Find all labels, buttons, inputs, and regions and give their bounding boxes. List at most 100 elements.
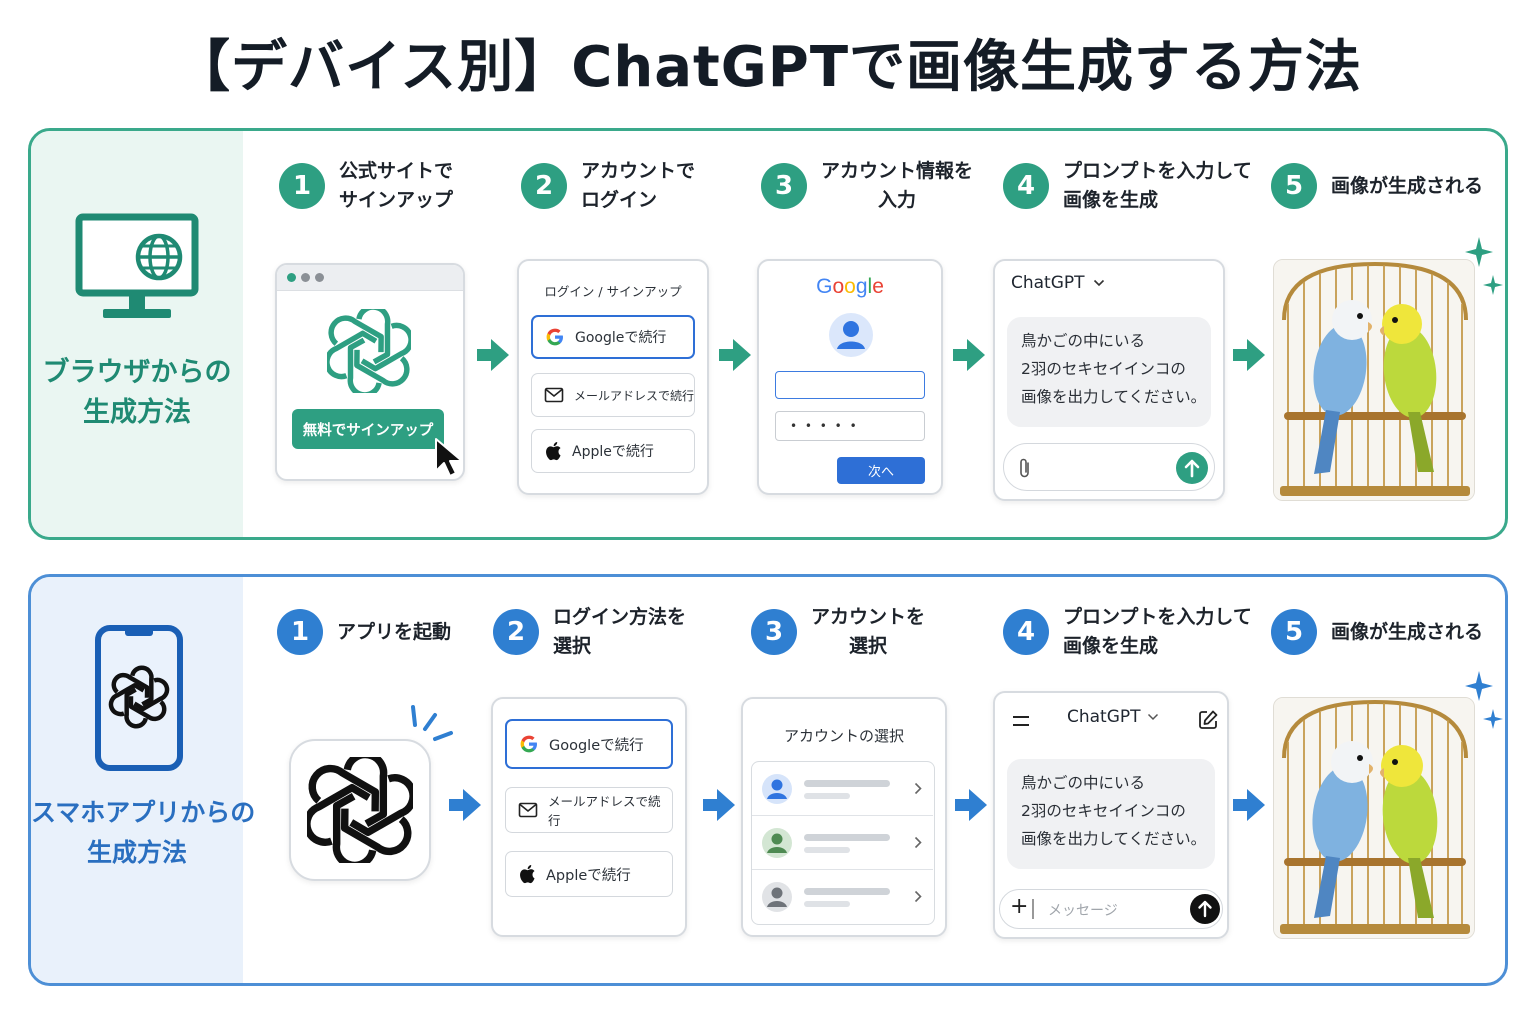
google-continue-label: Googleで続行 (549, 737, 644, 754)
mobile-step-2: 2 ログイン方法を 選択 (493, 597, 686, 667)
account-row[interactable] (752, 762, 933, 816)
paperclip-icon[interactable] (1018, 457, 1032, 479)
chevron-right-icon (914, 782, 922, 795)
user-avatar-icon (762, 882, 792, 912)
user-avatar-icon (762, 774, 792, 804)
arrow-right-icon (1233, 339, 1265, 371)
chatgpt-app-icon[interactable] (289, 739, 431, 881)
openai-logo-icon (327, 309, 411, 393)
step-label: 画像が生成される (1331, 174, 1484, 197)
login-card: ログイン / サインアップ Googleで続行 メールアドレスで続行 Apple… (517, 259, 709, 495)
google-continue-label: Googleで続行 (575, 330, 667, 346)
step-label: アカウント情報を 入力 (821, 160, 974, 211)
arrow-right-icon (1233, 789, 1265, 821)
apple-continue-button[interactable]: Appleで続行 (505, 851, 673, 897)
password-input[interactable]: • • • • • (775, 411, 925, 441)
step-number: 4 (1003, 609, 1049, 655)
google-logo: Google (816, 275, 884, 298)
mobile-step-4: 4 プロンプトを入力して 画像を生成 (1003, 597, 1252, 667)
email-continue-button[interactable]: メールアドレスで続行 (505, 787, 673, 833)
chat-title: ChatGPT (1011, 273, 1085, 293)
chat-title: ChatGPT (1067, 707, 1141, 727)
birdcage-image (1274, 260, 1474, 500)
mobile-step-3: 3 アカウントを 選択 (751, 597, 925, 667)
google-continue-button[interactable]: Googleで続行 (505, 719, 673, 769)
account-info-card: Google • • • • • 次へ (757, 259, 943, 495)
generated-parakeet-image (1273, 259, 1475, 501)
step-label: プロンプトを入力して 画像を生成 (1063, 606, 1252, 657)
generated-parakeet-image (1273, 697, 1475, 939)
message-input-bar[interactable]: + メッセージ (999, 889, 1223, 929)
email-continue-label: メールアドレスで続行 (548, 794, 661, 828)
prompt-bubble: 鳥かごの中にいる 2羽のセキセイインコの 画像を出力してください。 (1007, 759, 1215, 869)
apple-continue-button[interactable]: Appleで続行 (531, 429, 695, 473)
browser-method-label: ブラウザからの 生成方法 (42, 357, 232, 428)
email-continue-button[interactable]: メールアドレスで続行 (531, 373, 695, 417)
new-chat-edit-icon[interactable] (1197, 709, 1219, 731)
chevron-right-icon (914, 890, 922, 903)
plus-icon[interactable]: + (1010, 894, 1029, 919)
account-select-card: アカウントの選択 (741, 697, 947, 937)
openai-logo-icon (307, 757, 413, 863)
account-email-placeholder (804, 847, 850, 853)
mobile-step-5: 5 画像が生成される (1271, 597, 1483, 667)
page-title: 【デバイス別】ChatGPTで画像生成する方法 (173, 35, 1363, 100)
step-number: 1 (277, 609, 323, 655)
arrow-right-icon (719, 339, 751, 371)
browser-titlebar (277, 265, 463, 291)
step-label: プロンプトを入力して 画像を生成 (1063, 160, 1252, 211)
google-continue-button[interactable]: Googleで続行 (531, 315, 695, 359)
smartphone-icon (95, 625, 183, 771)
message-placeholder: メッセージ (1048, 903, 1118, 919)
step-label: ログイン方法を 選択 (553, 606, 687, 657)
step-label: 画像が生成される (1331, 620, 1484, 643)
step-label: アカウントで ログイン (581, 160, 696, 211)
apple-icon (520, 865, 535, 884)
account-name-placeholder (804, 780, 890, 787)
step-number: 3 (751, 609, 797, 655)
apple-icon (546, 442, 561, 461)
email-input[interactable] (775, 371, 925, 399)
google-g-icon (546, 328, 563, 346)
account-name-placeholder (804, 834, 890, 841)
window-dot (301, 273, 310, 282)
mobile-sidebar: スマホアプリからの 生成方法 (31, 577, 255, 983)
launch-burst-icon (411, 705, 453, 741)
next-button[interactable]: 次へ (837, 457, 925, 484)
mobile-section: スマホアプリからの 生成方法 1 アプリを起動 2 ログイン方法を 選択 3 ア… (28, 574, 1508, 986)
user-avatar-icon (829, 313, 873, 357)
chat-input-bar[interactable] (1003, 443, 1215, 491)
send-button[interactable] (1190, 894, 1220, 924)
send-button[interactable] (1176, 452, 1208, 484)
account-email-placeholder (804, 793, 850, 799)
step-number: 5 (1271, 163, 1317, 209)
menu-icon[interactable] (1011, 713, 1031, 729)
chat-model-selector[interactable]: ChatGPT (1067, 707, 1159, 727)
google-g-icon (520, 735, 537, 753)
chevron-right-icon (914, 836, 922, 849)
account-email-placeholder (804, 901, 850, 907)
chevron-down-icon (1147, 713, 1158, 721)
chevron-down-icon (1093, 279, 1104, 287)
free-signup-button[interactable]: 無料でサインアップ (292, 409, 444, 449)
browser-sidebar: ブラウザからの 生成方法 (31, 131, 243, 537)
browser-step-5: 5 画像が生成される (1271, 151, 1483, 221)
account-row[interactable] (752, 870, 933, 924)
account-row[interactable] (752, 816, 933, 870)
arrow-right-icon (953, 339, 985, 371)
mobile-step-1: 1 アプリを起動 (277, 597, 451, 667)
account-name-placeholder (804, 888, 890, 895)
browser-step-4: 4 プロンプトを入力して 画像を生成 (1003, 151, 1252, 221)
prompt-bubble: 鳥かごの中にいる 2羽のセキセイインコの 画像を出力してください。 (1007, 317, 1211, 427)
login-header: ログイン / サインアップ (544, 284, 682, 299)
monitor-icon (75, 213, 199, 318)
arrow-right-icon (955, 789, 987, 821)
step-number: 5 (1271, 609, 1317, 655)
step-number: 3 (761, 163, 807, 209)
cursor-icon (435, 438, 463, 477)
apple-continue-label: Appleで続行 (546, 867, 631, 884)
window-dot (287, 273, 296, 282)
chat-model-selector[interactable]: ChatGPT (1011, 273, 1105, 293)
arrow-right-icon (703, 789, 735, 821)
step-number: 2 (493, 609, 539, 655)
